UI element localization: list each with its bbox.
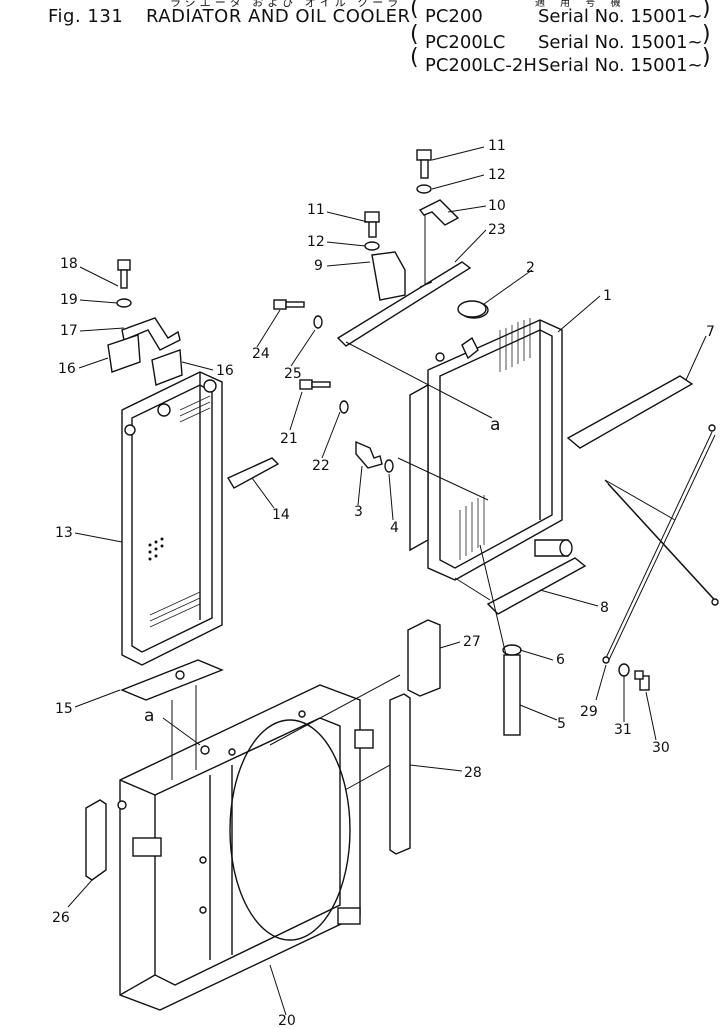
callout-16-left: 16 bbox=[58, 361, 76, 377]
figure-number: Fig. 131 bbox=[48, 6, 124, 27]
callout-18: 18 bbox=[60, 256, 78, 272]
gasket bbox=[120, 659, 224, 701]
japanese-applicable-label: 適 用 号 機 bbox=[535, 0, 627, 9]
callout-17: 17 bbox=[60, 323, 78, 339]
callout-15: 15 bbox=[55, 701, 73, 717]
callout-9: 9 bbox=[314, 258, 323, 274]
callout-4: 4 bbox=[390, 520, 399, 536]
bracket-23 bbox=[336, 261, 472, 347]
paren-open-2: ( bbox=[410, 22, 419, 47]
callout-23: 23 bbox=[488, 222, 506, 238]
seal-28 bbox=[389, 693, 411, 855]
washer-12-upper bbox=[416, 184, 432, 194]
callout-12-lower: 12 bbox=[307, 234, 325, 250]
ring-4 bbox=[384, 459, 394, 473]
stay-rods-29 bbox=[602, 424, 719, 664]
callout-11-upper: 11 bbox=[488, 138, 506, 154]
seal-26 bbox=[85, 799, 107, 881]
bolt-11-lower bbox=[364, 211, 380, 238]
bar-14 bbox=[226, 457, 280, 489]
callout-31: 31 bbox=[614, 722, 632, 738]
callout-25: 25 bbox=[284, 366, 302, 382]
clamp-10 bbox=[418, 199, 460, 226]
bolt-24 bbox=[273, 299, 305, 310]
washer-19 bbox=[116, 298, 132, 308]
callout-11-lower: 11 bbox=[307, 202, 325, 218]
japanese-title: ラジエータ および オイル クーラ bbox=[170, 0, 403, 9]
clip-16-right bbox=[151, 349, 183, 386]
callout-2: 2 bbox=[526, 260, 535, 276]
callout-1: 1 bbox=[603, 288, 612, 304]
callout-27: 27 bbox=[463, 634, 481, 650]
callout-19: 19 bbox=[60, 292, 78, 308]
bolt-30 bbox=[634, 670, 650, 691]
bolt-11-upper bbox=[416, 149, 432, 179]
model-pc200lc: PC200LC bbox=[425, 32, 506, 53]
radiator-assembly bbox=[427, 301, 573, 581]
reference-a-radiator: a bbox=[490, 415, 500, 435]
washer-31 bbox=[618, 663, 630, 677]
callout-14: 14 bbox=[272, 507, 290, 523]
callout-3: 3 bbox=[354, 504, 363, 520]
reference-a-frame: a bbox=[144, 706, 154, 726]
seal-27 bbox=[407, 619, 441, 697]
callout-22: 22 bbox=[312, 458, 330, 474]
washer-25 bbox=[313, 315, 323, 329]
paren-close-2: ) bbox=[702, 22, 711, 47]
hose-5 bbox=[503, 654, 521, 736]
callout-6: 6 bbox=[556, 652, 565, 668]
washer-22 bbox=[339, 400, 349, 414]
callout-16-right: 16 bbox=[216, 363, 234, 379]
callout-21: 21 bbox=[280, 431, 298, 447]
bolt-18 bbox=[117, 259, 131, 289]
callout-30: 30 bbox=[652, 740, 670, 756]
serial-pc200: Serial No. 15001~ bbox=[538, 6, 703, 27]
callout-12-upper: 12 bbox=[488, 167, 506, 183]
bar-7 bbox=[566, 375, 694, 449]
serial-pc200lc-2h: Serial No. 15001~ bbox=[538, 55, 703, 76]
callout-29: 29 bbox=[580, 704, 598, 720]
reference-lines bbox=[162, 341, 507, 791]
callout-20: 20 bbox=[278, 1013, 296, 1029]
paren-close-1: ) bbox=[702, 0, 711, 21]
bracket-9 bbox=[371, 251, 406, 301]
drain-valve-3 bbox=[355, 440, 383, 469]
callout-28: 28 bbox=[464, 765, 482, 781]
bar-8 bbox=[486, 557, 587, 615]
serial-pc200lc: Serial No. 15001~ bbox=[538, 32, 703, 53]
leader-lines bbox=[67, 146, 707, 1016]
callout-5: 5 bbox=[557, 716, 566, 732]
paren-close-3: ) bbox=[702, 45, 711, 70]
callout-13: 13 bbox=[55, 525, 73, 541]
callout-10: 10 bbox=[488, 198, 506, 214]
washer-12-lower bbox=[364, 241, 380, 251]
bolt-21 bbox=[299, 379, 331, 390]
callout-7: 7 bbox=[706, 324, 715, 340]
clip-16-left bbox=[107, 334, 141, 373]
callout-24: 24 bbox=[252, 346, 270, 362]
figure-title: RADIATOR AND OIL COOLER bbox=[146, 6, 411, 27]
cap-2 bbox=[457, 300, 487, 318]
callout-8: 8 bbox=[600, 600, 609, 616]
paren-open-3: ( bbox=[410, 45, 419, 70]
model-pc200lc-2h: PC200LC-2H bbox=[425, 55, 537, 76]
model-pc200: PC200 bbox=[425, 6, 483, 27]
frame-20 bbox=[117, 684, 374, 1011]
oil-cooler-assembly bbox=[121, 371, 223, 666]
paren-open-1: ( bbox=[410, 0, 419, 21]
callout-26: 26 bbox=[52, 910, 70, 926]
